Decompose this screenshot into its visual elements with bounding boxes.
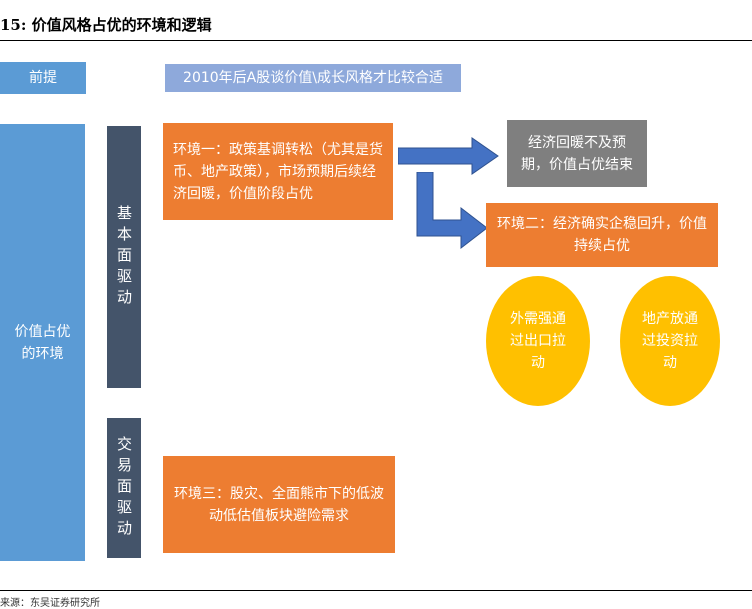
figure-title: 15: 价值风格占优的环境和逻辑 <box>0 16 212 34</box>
bottom-divider <box>0 590 752 591</box>
outcome-ends-box: 经济回暖不及预期，价值占优结束 <box>507 120 647 187</box>
arrow-down-right-icon <box>416 172 488 250</box>
arrow-right-icon <box>398 137 499 175</box>
top-divider <box>0 40 752 41</box>
export-driven-circle: 外需强通过出口拉动 <box>486 276 590 406</box>
environment-one-box: 环境一：政策基调转松（尤其是货币、地产政策），市场预期后续经济回暖，价值阶段占优 <box>163 123 393 220</box>
trading-driven-label: 交易面驱动 <box>107 418 141 558</box>
fundamental-driven-label: 基本面驱动 <box>107 126 141 388</box>
value-environment-label: 价值占优的环境 <box>0 124 85 561</box>
premise-text: 2010年后A股谈价值\成长风格才比较合适 <box>165 64 461 92</box>
source-note: 来源：东吴证券研究所 <box>0 598 100 609</box>
environment-three-box: 环境三：股灾、全面熊市下的低波动低估值板块避险需求 <box>163 456 395 553</box>
premise-label: 前提 <box>0 62 86 94</box>
investment-driven-circle: 地产放通过投资拉动 <box>620 276 720 406</box>
environment-two-box: 环境二：经济确实企稳回升，价值持续占优 <box>486 203 718 267</box>
